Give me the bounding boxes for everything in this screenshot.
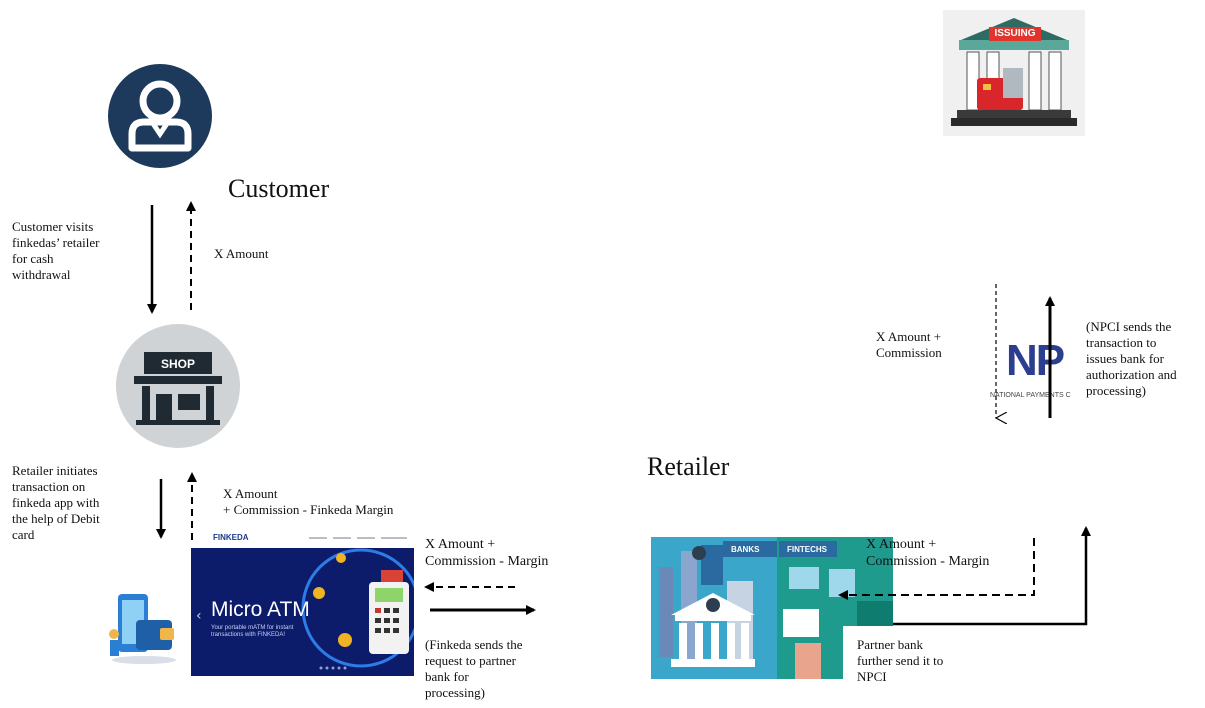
finkeda-logo: FINKEDA [213,533,249,542]
partner-note-background [843,626,973,686]
fintechs-label: FINTECHS [787,545,827,554]
note-retailer-initiates: Retailer initiates transaction on finked… [12,463,100,542]
finkeda-app-screenshot: FINKEDA ‹ Micro ATM Your portable mATM f… [191,530,414,676]
note-x-amount-finkeda-margin: X Amount + Commission - Finkeda Margin [223,486,394,517]
customer-avatar-icon [108,64,212,168]
chevron-left-icon: ‹ [196,608,202,624]
npci-letters: NP [1006,336,1065,385]
note-x-amount-commission: X Amount + Commission [876,329,942,360]
shop-sign: SHOP [161,357,195,371]
note-x-amount-margin-right: X Amount + Commission - Margin [866,537,990,569]
npci-caption: NATIONAL PAYMENTS C [990,392,1071,399]
customer-label: Customer [228,174,330,203]
issuing-label: ISSUING [989,27,1041,41]
note-customer-visits: Customer visits finkedas’ retailer for c… [12,219,100,282]
note-npci-sends: (NPCI sends the transaction to issues ba… [1086,319,1177,398]
note-x-amount: X Amount [214,246,269,261]
nav-item [309,537,327,539]
arrow-npci-to-partner [838,538,1035,600]
nav-item [381,537,407,539]
phone-wallet-icon [104,590,184,666]
npci-logo: NP NATIONAL PAYMENTS C [990,322,1071,402]
note-partner-bank: Partner bank further send it to NPCI [857,637,944,684]
note-x-amount-margin-left: X Amount + Commission - Margin [425,537,549,569]
nav-item [357,537,375,539]
nav-item [333,537,351,539]
finkeda-header: FINKEDA [191,530,414,548]
issuing-bank-icon: ISSUING [943,10,1085,136]
finkeda-title: Micro ATM [211,598,310,621]
banks-label: BANKS [731,545,760,554]
finkeda-subtitle: Your portable mATM for instant transacti… [211,625,294,638]
retailer-label: Retailer [647,452,730,481]
shop-icon: SHOP [116,324,240,448]
note-finkeda-sends: (Finkeda sends the request to partner ba… [425,637,523,700]
arrow-partner-to-npci [893,526,1091,626]
